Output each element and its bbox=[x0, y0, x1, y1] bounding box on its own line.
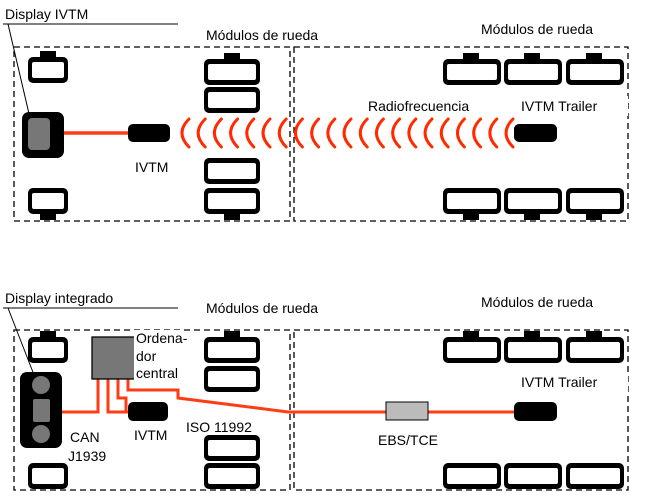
tire-top-trailer-upper-1 bbox=[443, 53, 501, 85]
ivtm-label: IVTM bbox=[135, 159, 168, 175]
ebs-tce-label: EBS/TCE bbox=[378, 432, 438, 448]
tire-bottom-rear-lower-1 bbox=[204, 435, 260, 461]
tire-bottom-trailer-lower-2 bbox=[504, 463, 562, 489]
ivtm-trailer-device-top bbox=[514, 124, 557, 142]
radio-wave-arc bbox=[488, 117, 499, 149]
tire-top-trailer-lower-2 bbox=[504, 188, 562, 220]
radio-wave-arc bbox=[196, 117, 207, 149]
tire-bottom-rear-upper-1 bbox=[204, 331, 260, 363]
trailer-frame-bottom bbox=[293, 329, 629, 491]
ivtm-trailer-device-bottom bbox=[514, 402, 557, 421]
central-computer bbox=[91, 336, 136, 380]
tire-bottom-rear-lower-2 bbox=[204, 463, 260, 489]
display-ivtm-label: Display IVTM bbox=[5, 6, 88, 22]
radio-wave-arc bbox=[326, 117, 337, 149]
iso-cable bbox=[126, 378, 386, 414]
tire-top-rear-upper-2 bbox=[204, 87, 260, 113]
radio-wave-arc bbox=[245, 117, 256, 149]
ivtm-device bbox=[128, 124, 170, 142]
radio-wave-arc bbox=[504, 117, 515, 149]
display-integrado-label: Display integrado bbox=[5, 290, 113, 306]
radio-wave-arc bbox=[212, 117, 223, 149]
radio-wave-arc bbox=[439, 117, 450, 149]
radio-wave-arc bbox=[423, 117, 434, 149]
iso-11992-label: ISO 11992 bbox=[186, 419, 252, 435]
tractor-frame-top bbox=[13, 46, 291, 222]
tire-top-rear-lower-2 bbox=[204, 188, 260, 220]
trailer-frame-top bbox=[293, 46, 629, 222]
ivtm-label-bottom: IVTM bbox=[134, 427, 167, 443]
computer-label-line-3: central bbox=[136, 365, 178, 381]
radio-wave-arc bbox=[472, 117, 483, 149]
radio-wave-arc bbox=[261, 117, 272, 149]
tire-bottom-front-upper bbox=[28, 331, 68, 363]
tire-top-front-upper bbox=[28, 51, 68, 83]
tire-bottom-trailer-lower-1 bbox=[443, 463, 501, 489]
radio-wave-arc bbox=[374, 117, 385, 149]
trailer-wheel-modules-label: Módulos de rueda bbox=[481, 21, 593, 37]
tire-top-front-lower bbox=[28, 188, 68, 220]
tire-bottom-trailer-upper-2 bbox=[504, 331, 562, 363]
radio-wave-arc bbox=[293, 117, 304, 149]
ivtm-trailer-label-top: IVTM Trailer bbox=[521, 98, 598, 114]
trailer-wheel-modules-label-bottom: Módulos de rueda bbox=[481, 294, 593, 310]
can-label-line-2: J1939 bbox=[68, 448, 106, 464]
radio-wave-arc bbox=[277, 117, 288, 149]
tire-bottom-rear-upper-2 bbox=[204, 366, 260, 392]
radio-wave-arc bbox=[358, 117, 369, 149]
radio-wave-arc bbox=[180, 117, 191, 149]
radio-wave-arc bbox=[229, 117, 240, 149]
ebs-tce-box bbox=[385, 401, 429, 421]
radio-wave-arc bbox=[391, 117, 402, 149]
tire-bottom-trailer-upper-1 bbox=[443, 331, 501, 363]
display-integrado-leader bbox=[7, 307, 37, 381]
tire-bottom-trailer-lower-3 bbox=[566, 463, 624, 489]
tire-bottom-front-lower bbox=[28, 463, 68, 489]
radiofrecuencia-label: Radiofrecuencia bbox=[368, 98, 469, 114]
top-diagram: Display IVTM Módulos de rueda Módulos de… bbox=[3, 6, 629, 222]
can-label-line-1: CAN bbox=[70, 429, 100, 445]
tractor-frame-bottom bbox=[13, 329, 291, 491]
tire-top-rear-upper-1 bbox=[204, 53, 260, 85]
can-cable-1 bbox=[58, 378, 100, 414]
computer-label-line-2: dor bbox=[136, 348, 157, 364]
ivtm-device-bottom bbox=[128, 402, 168, 421]
tire-top-rear-lower-1 bbox=[204, 158, 260, 184]
display-label-leader bbox=[7, 23, 31, 119]
tire-top-trailer-upper-2 bbox=[504, 53, 562, 85]
tractor-wheel-modules-label: Módulos de rueda bbox=[206, 27, 318, 43]
radio-wave-arc bbox=[342, 117, 353, 149]
tire-top-trailer-upper-3 bbox=[566, 53, 624, 85]
display-ivtm bbox=[22, 112, 64, 158]
tire-bottom-trailer-upper-3 bbox=[566, 331, 624, 363]
radio-waves bbox=[180, 117, 515, 149]
radio-wave-arc bbox=[407, 117, 418, 149]
tire-top-trailer-lower-1 bbox=[443, 188, 501, 220]
tire-top-trailer-lower-3 bbox=[566, 188, 624, 220]
can-cable-2 bbox=[106, 378, 130, 414]
tractor-wheel-modules-label-bottom: Módulos de rueda bbox=[206, 300, 318, 316]
computer-label-line-1: Ordena- bbox=[136, 330, 188, 346]
ivtm-trailer-label-bottom: IVTM Trailer bbox=[521, 374, 598, 390]
bottom-diagram: Display integrado Módulos de rueda Módul… bbox=[3, 290, 629, 491]
can-cable-3 bbox=[116, 378, 128, 412]
radio-wave-arc bbox=[310, 117, 321, 149]
radio-wave-arc bbox=[455, 117, 466, 149]
display-integrado bbox=[20, 372, 62, 448]
